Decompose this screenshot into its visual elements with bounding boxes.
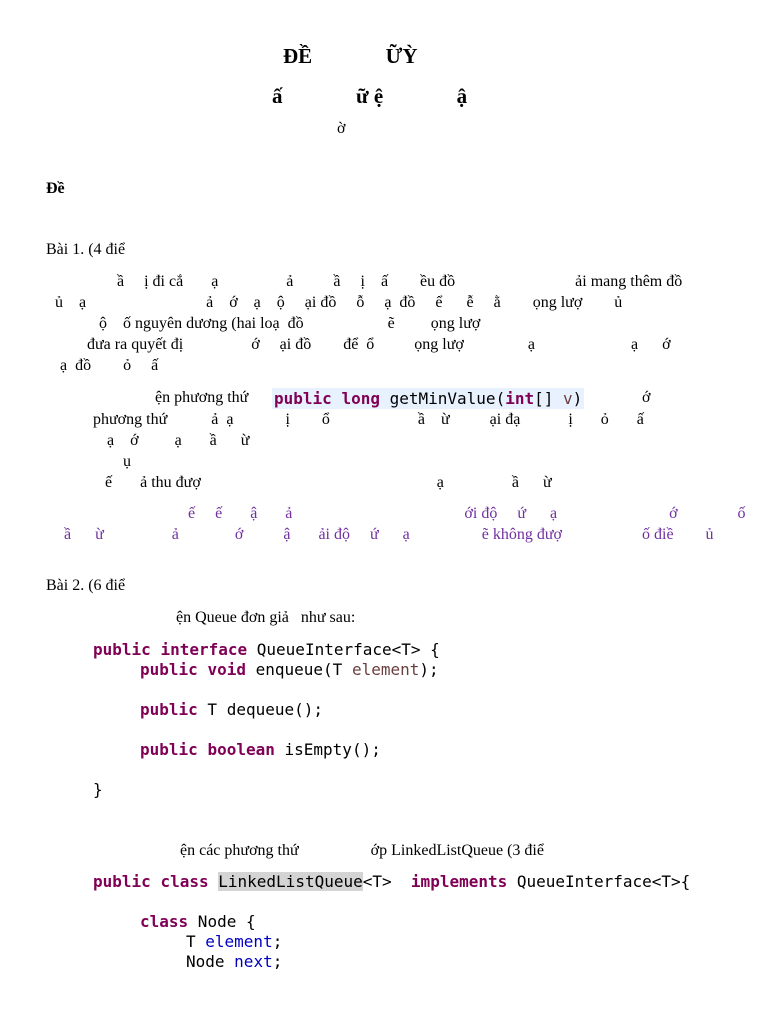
enqueue-param: element (351, 660, 420, 679)
code-class-line-1: public class LinkedListQueue<T> implemen… (93, 872, 690, 891)
kw-class: class (160, 872, 209, 891)
bai1-para-line-2: ủ ạ ả ớ ạ ộ ại đồ ỗ ạ đồ ể ễ ằ ọng lượ ủ (55, 294, 623, 311)
bai1-para-line-1: ầ ị đi cắ ạ ả ầ ị ấ ều đồ ải mang thêm đ… (117, 273, 683, 290)
method-array: [] (534, 389, 564, 408)
field-next: next (234, 952, 273, 971)
field-type: T (186, 932, 206, 951)
bai1-heading: Bài 1. (4 điể (46, 241, 126, 258)
enqueue-end: ); (419, 660, 439, 679)
kw-public: public (140, 700, 198, 719)
code-class-line-2: class Node { (140, 912, 256, 931)
doc-title: ĐỀ ỮỲ (283, 44, 418, 68)
kw-interface: interface (160, 640, 248, 659)
code-class-line-4: Node next; (186, 952, 282, 971)
bai2-task: ện các phương thứ ớp LinkedListQueue (3 … (180, 842, 544, 859)
kw-public: public (274, 389, 332, 408)
kw-class: class (140, 912, 189, 931)
code-interface-line-4: public boolean isEmpty(); (140, 740, 381, 759)
bai2-intro: ện Queue đơn giả như sau: (176, 609, 356, 626)
bai1-para-line-5: ạ đồ ỏ ấ (60, 357, 159, 374)
kw-int: int (505, 389, 535, 408)
kw-implements: implements (410, 872, 508, 891)
bai1-method-intro: ện phương thứ (155, 389, 249, 406)
bai1-desc-line-3: ụ (123, 453, 131, 470)
bai1-note-line-1: ế ế ậ ả ới độ ứ ạ ớ ố (188, 505, 746, 522)
kw-public: public (140, 660, 198, 679)
kw-public: public (93, 872, 151, 891)
interface-decl: QueueInterface<T> { (247, 640, 440, 659)
enqueue-decl: enqueue(T (245, 660, 352, 679)
code-interface-line-3: public T dequeue(); (140, 700, 323, 719)
field-type: Node (186, 952, 235, 971)
bai1-para-line-4: đưa ra quyết đị ớ ại đồ để ổ ọng lượ ạ ạ… (87, 336, 671, 353)
field-element: element (205, 932, 273, 951)
bai1-desc-line-2: ạ ớ ạ ầ ừ (107, 432, 250, 449)
code-class-line-3: T element; (186, 932, 282, 951)
method-name: getMinValue( (379, 389, 506, 408)
section-de-label: Đề (46, 180, 65, 197)
method-signature: public long getMinValue(int[] v) (272, 388, 585, 409)
doc-subtitle: ấ ữ ệ ậ (272, 84, 468, 108)
bai1-method-after: ớ (642, 389, 651, 406)
class-name-selected: LinkedListQueue (218, 872, 363, 891)
code-interface-line-1: public interface QueueInterface<T> { (93, 640, 440, 659)
semicolon: ; (272, 952, 283, 971)
method-param: v (563, 389, 573, 408)
bai1-desc-line-4: ế ả thu đượ ạ ầ ừ (105, 474, 552, 491)
kw-public: public (93, 640, 151, 659)
kw-void: void (207, 660, 246, 679)
bai1-desc-line-1: phương thứ ả ạ ị ổ ầ ừ ại đạ ị ỏ ấ (93, 411, 644, 428)
doc-time-note: ờ (337, 120, 346, 137)
bai1-para-line-3: ộ ố nguyên dương (hai loạ đồ ẽ ọng lượ (99, 315, 481, 332)
kw-boolean: boolean (207, 740, 275, 759)
method-close: ) (572, 389, 583, 408)
semicolon: ; (272, 932, 283, 951)
node-decl: Node { (188, 912, 256, 931)
dequeue-decl: T dequeue(); (197, 700, 324, 719)
class-implements: QueueInterface<T>{ (507, 872, 691, 891)
class-generic: <T> (362, 872, 411, 891)
bai2-heading: Bài 2. (6 điể (46, 577, 126, 594)
code-interface-line-2: public void enqueue(T element); (140, 660, 439, 679)
isempty-decl: isEmpty(); (274, 740, 381, 759)
bai1-note-line-2: ầ ừ ả ớ ậ ải độ ứ ạ ẽ không đượ ố điề ủ (64, 526, 714, 543)
kw-long: long (341, 389, 380, 408)
code-interface-close: } (93, 780, 103, 799)
kw-public: public (140, 740, 198, 759)
